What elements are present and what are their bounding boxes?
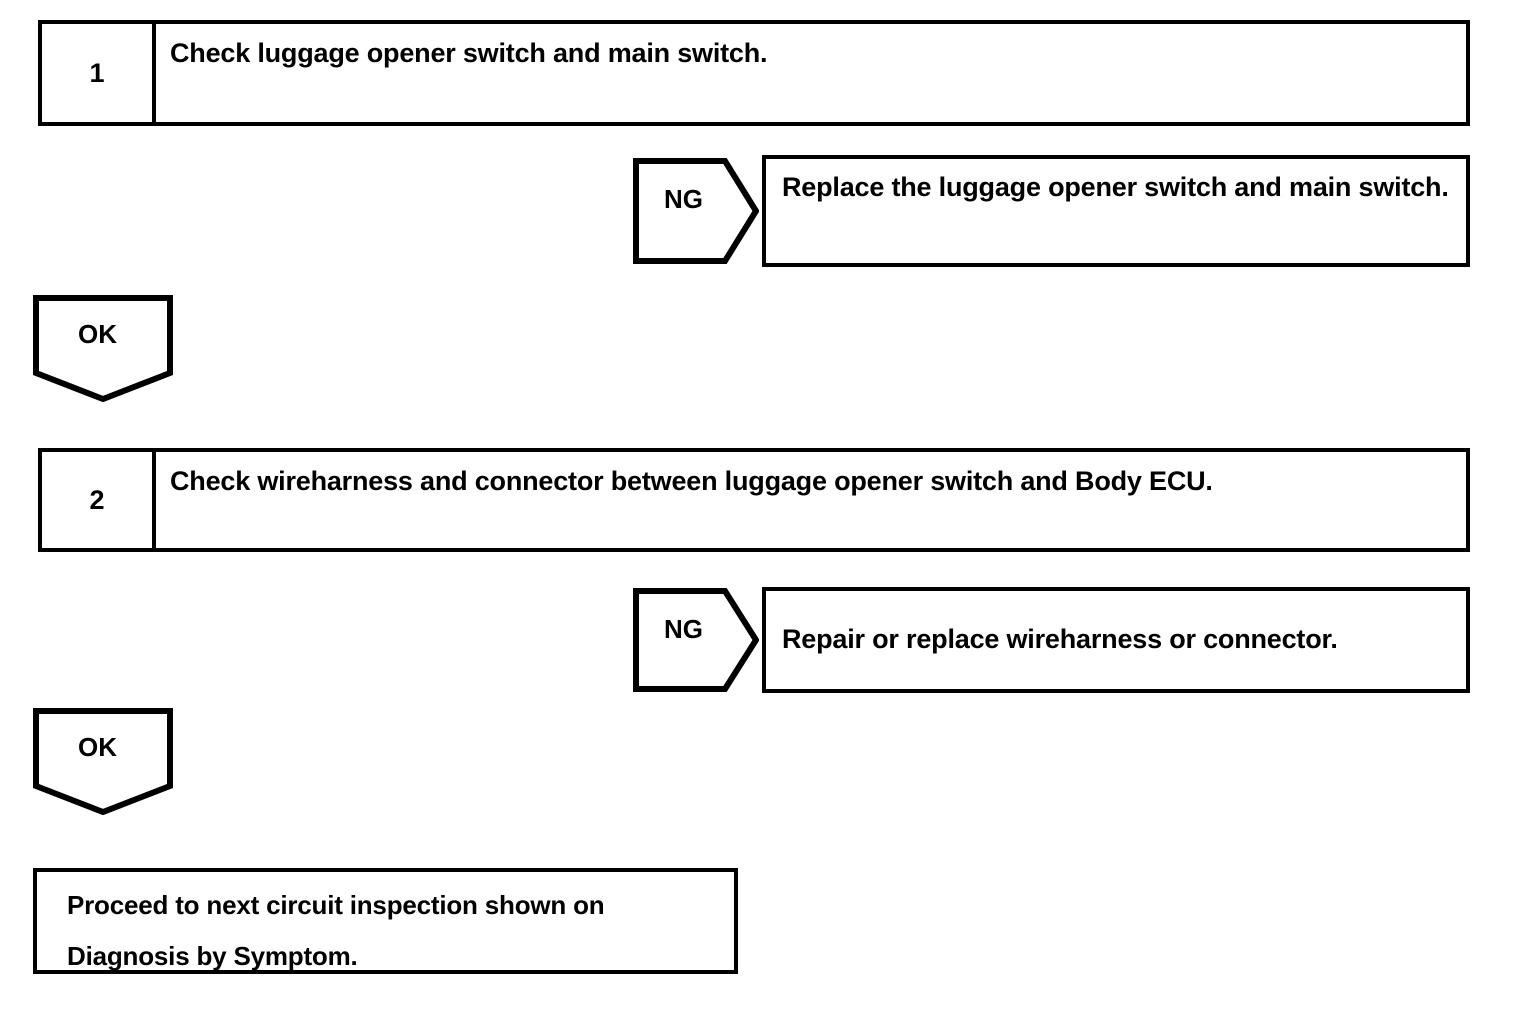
pass-connector-ok-1: OK xyxy=(33,295,173,402)
step-box-1: 1 Check luggage opener switch and main s… xyxy=(38,20,1470,126)
step-box-2: 2 Check wireharness and connector betwee… xyxy=(38,448,1470,552)
result-text-ng-2: Repair or replace wireharness or connect… xyxy=(782,623,1338,654)
pass-label-ok-2: OK xyxy=(78,732,117,762)
final-outcome-text: Proceed to next circuit inspection shown… xyxy=(37,872,734,981)
final-outcome-line-2: Diagnosis by Symptom. xyxy=(67,940,358,971)
final-outcome-line-1: Proceed to next circuit inspection shown… xyxy=(67,890,605,920)
branch-label-ng-2: NG xyxy=(664,614,703,644)
result-text-ng-1: Replace the luggage opener switch and ma… xyxy=(782,172,1449,202)
step-text-1: Check luggage opener switch and main swi… xyxy=(170,38,768,68)
result-box-ng-2: Repair or replace wireharness or connect… xyxy=(762,587,1470,693)
final-outcome-box: Proceed to next circuit inspection shown… xyxy=(33,868,738,974)
branch-connector-ng-2: NG xyxy=(633,588,759,692)
branch-label-ng-1: NG xyxy=(664,184,703,214)
branch-connector-ng-1: NG xyxy=(633,158,759,264)
step-number-1: 1 xyxy=(42,24,156,122)
step-number-2: 2 xyxy=(42,452,156,548)
step-text-2: Check wireharness and connector between … xyxy=(170,466,1213,496)
result-box-ng-1: Replace the luggage opener switch and ma… xyxy=(762,155,1470,267)
pass-label-ok-1: OK xyxy=(78,319,117,349)
pass-connector-ok-2: OK xyxy=(33,708,173,815)
